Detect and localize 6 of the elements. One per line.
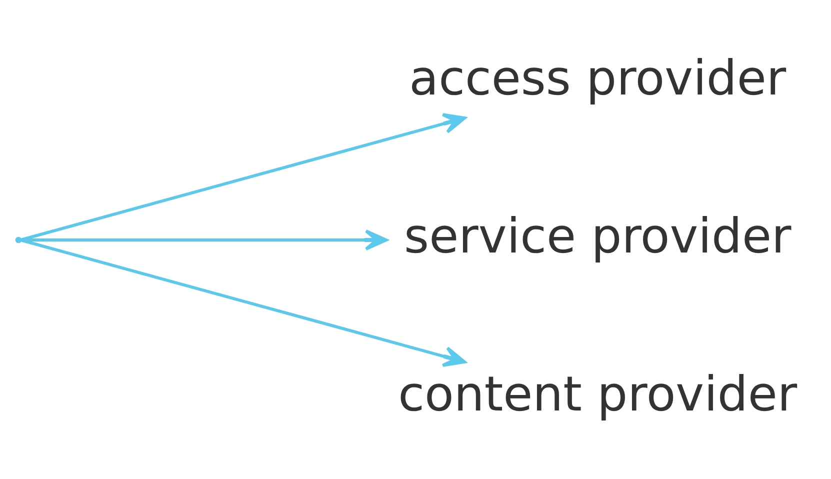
node-text: content provider bbox=[398, 366, 798, 422]
node-point bbox=[15, 236, 22, 243]
arrow bbox=[20, 112, 466, 241]
arrow bbox=[20, 238, 466, 366]
node-text: access provider bbox=[409, 50, 786, 106]
node-text: service provider bbox=[404, 208, 792, 264]
